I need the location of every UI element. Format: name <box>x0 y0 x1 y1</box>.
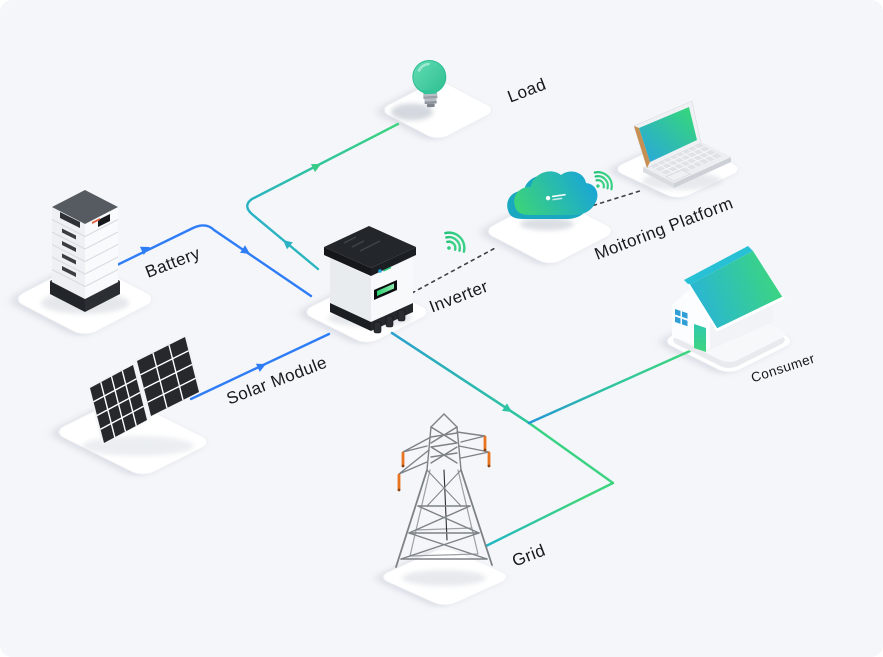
inverter-to-cloud-dashed-line <box>411 246 498 294</box>
cloud-logo <box>545 193 566 201</box>
house-window <box>675 309 688 327</box>
junction-to-house-line <box>527 349 692 425</box>
battery-to-inverter-line <box>111 224 313 298</box>
flow-arrow <box>283 240 293 250</box>
light-bulb-icon <box>391 60 447 121</box>
flow-arrow <box>139 246 150 255</box>
battery-storage-icon <box>41 190 129 314</box>
inverter-to-load-line <box>246 122 400 271</box>
house-icon <box>672 246 785 368</box>
laptop-icon <box>633 100 731 190</box>
house-door <box>694 324 706 352</box>
platform <box>383 81 493 139</box>
flow-arrow <box>502 403 512 412</box>
cloud-to-laptop-dashed-line <box>571 189 644 213</box>
cloud-icon <box>507 171 598 231</box>
inverter-connectors <box>373 309 406 334</box>
inverter-logo <box>378 266 391 273</box>
flow-arrow <box>240 245 250 254</box>
transmission-tower-icon <box>395 413 493 586</box>
solar-panel-icon <box>82 335 201 456</box>
flow-arrows <box>139 164 512 412</box>
flow-arrow <box>255 363 266 372</box>
wifi-icon <box>593 171 613 191</box>
inverter-icon <box>324 226 416 334</box>
flow-arrow <box>310 164 321 173</box>
wifi-icon <box>444 231 466 253</box>
